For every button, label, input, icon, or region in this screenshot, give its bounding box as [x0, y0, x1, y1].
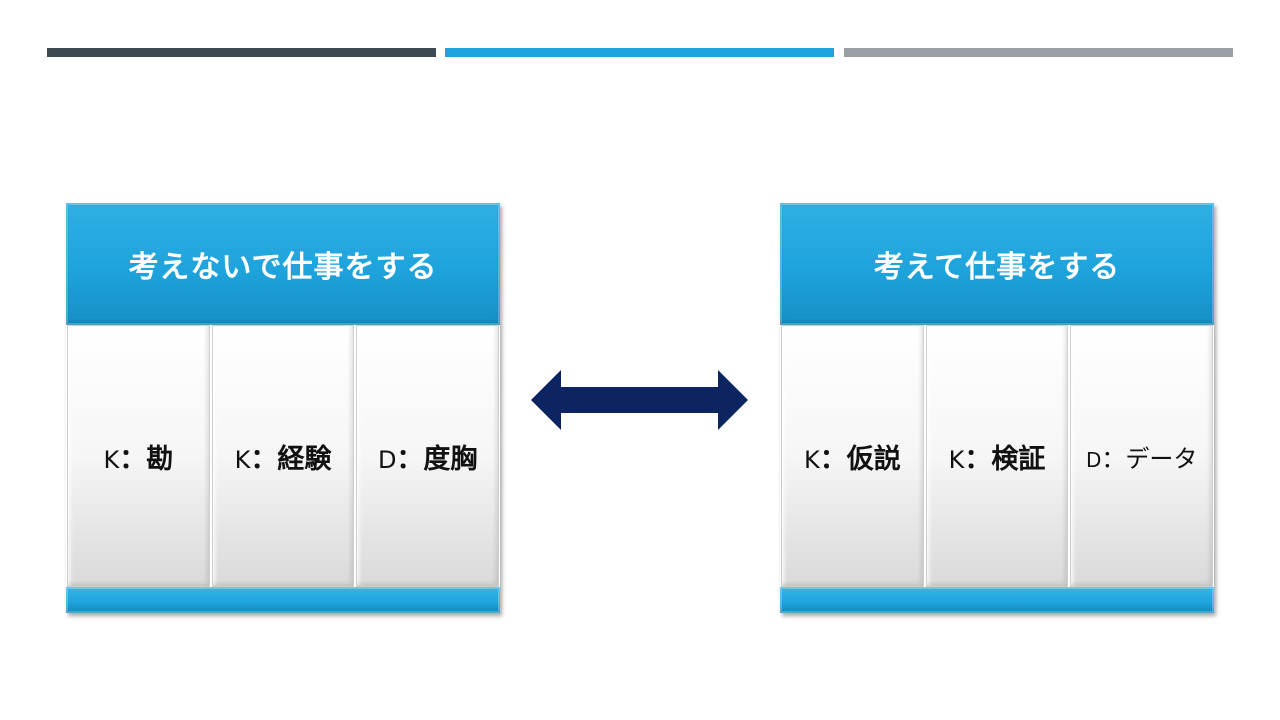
cell-label: K：経験 — [235, 437, 332, 476]
left-cell-keiken: K：経験 — [211, 325, 355, 587]
right-cell-data: D：データ — [1070, 325, 1214, 587]
left-cell-kan: K：勘 — [67, 325, 210, 587]
cell-word: 経験 — [277, 443, 332, 475]
cell-letter: K — [103, 445, 120, 474]
cell-word: データ — [1125, 444, 1198, 473]
cell-label: D：データ — [1086, 439, 1197, 474]
top-accent-bar-gray — [844, 48, 1233, 57]
right-panel-footer — [780, 587, 1214, 613]
cell-letter: K — [234, 445, 251, 474]
right-panel: 考えて仕事をする K：仮説 K：検証 D：データ — [780, 203, 1214, 613]
cell-separator: ： — [1101, 444, 1126, 473]
cell-word: 仮説 — [846, 443, 901, 475]
right-panel-title: 考えて仕事をする — [873, 250, 1121, 285]
cell-letter: K — [803, 445, 820, 474]
left-cell-dokyou: D：度胸 — [356, 325, 500, 587]
cell-letter: D — [377, 445, 397, 474]
top-accent-bar-dark — [47, 48, 436, 57]
double-headed-arrow-icon — [531, 370, 748, 430]
cell-separator: ： — [964, 443, 992, 475]
right-cell-kenshou: K：検証 — [925, 325, 1069, 587]
cell-separator: ： — [250, 443, 278, 475]
cell-word: 勘 — [146, 443, 174, 475]
right-panel-header: 考えて仕事をする — [780, 203, 1214, 325]
cell-word: 度胸 — [423, 443, 478, 475]
left-panel-footer — [66, 587, 500, 613]
cell-separator: ： — [819, 443, 847, 475]
left-panel-cells: K：勘 K：経験 D：度胸 — [66, 325, 500, 587]
cell-label: D：度胸 — [378, 437, 477, 476]
right-cell-kasetsu: K：仮説 — [781, 325, 924, 587]
left-panel-title: 考えないで仕事をする — [128, 250, 438, 285]
left-panel-header: 考えないで仕事をする — [66, 203, 500, 325]
cell-letter: K — [948, 445, 965, 474]
top-accent-bar-blue — [445, 48, 834, 57]
cell-separator: ： — [119, 443, 147, 475]
cell-label: K：仮説 — [804, 437, 901, 476]
cell-letter: D — [1085, 447, 1102, 472]
cell-word: 検証 — [991, 443, 1046, 475]
cell-label: K：勘 — [103, 437, 173, 476]
cell-separator: ： — [396, 443, 424, 475]
left-panel: 考えないで仕事をする K：勘 K：経験 D：度胸 — [66, 203, 500, 613]
cell-label: K：検証 — [949, 437, 1046, 476]
right-panel-cells: K：仮説 K：検証 D：データ — [780, 325, 1214, 587]
